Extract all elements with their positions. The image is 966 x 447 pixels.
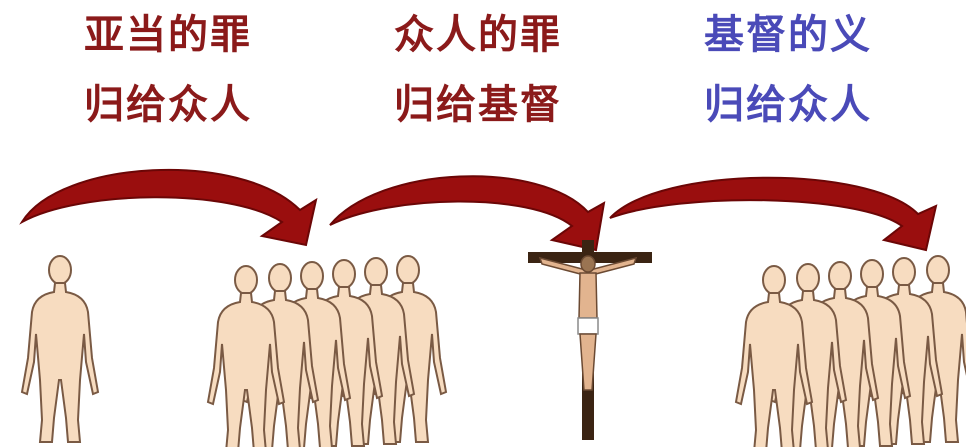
caption-line: 归给众人 xyxy=(704,82,872,128)
caption-christ-righteousness: 基督的义 归给众人 xyxy=(668,12,908,152)
adam-figure xyxy=(21,255,99,443)
caption-line: 亚当的罪 xyxy=(84,12,252,58)
people-group-justified xyxy=(735,255,966,447)
cross-icon xyxy=(528,240,652,440)
caption-all-sin: 众人的罪 归给基督 xyxy=(358,12,598,152)
people-group-sinners xyxy=(207,255,447,447)
caption-line: 归给基督 xyxy=(394,82,562,128)
arrow-christ-to-people-icon xyxy=(609,176,938,252)
caption-line: 众人的罪 xyxy=(394,12,562,58)
christ-figure xyxy=(538,255,638,391)
arrow-adam-to-people-icon xyxy=(19,168,318,247)
caption-adams-sin: 亚当的罪 归给众人 xyxy=(48,12,288,152)
arrow-people-to-christ-icon xyxy=(329,175,606,252)
caption-line: 归给众人 xyxy=(84,82,252,128)
arrow-group xyxy=(19,168,938,252)
caption-line: 基督的义 xyxy=(704,12,872,58)
